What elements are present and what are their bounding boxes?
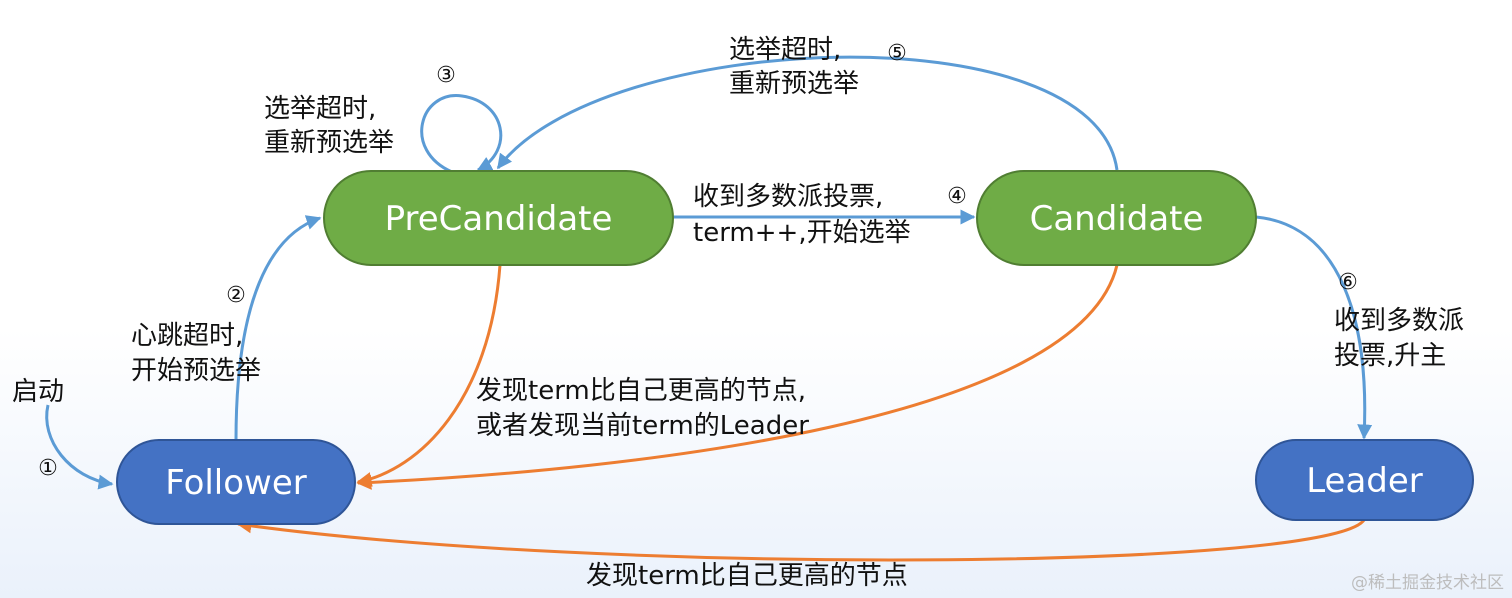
watermark: @稀土掘金技术社区 xyxy=(1351,573,1504,593)
label-preelect-timeout-line1: 选举超时, xyxy=(264,94,376,124)
arrow-candidate-to-precandidate xyxy=(496,55,1119,171)
arrow-precandidate-self-loop xyxy=(420,94,503,174)
node-follower: Follower xyxy=(116,439,356,525)
step-number-1: ① xyxy=(38,456,58,481)
node-candidate-label: Candidate xyxy=(1030,199,1204,239)
step-number-3: ③ xyxy=(436,63,456,88)
label-step-down-line1: 发现term比自己更高的节点, xyxy=(476,376,806,406)
arrow-start-to-follower xyxy=(45,404,114,490)
label-majority-prevote-line2: term++,开始选举 xyxy=(693,218,911,248)
node-leader: Leader xyxy=(1255,439,1474,521)
node-leader-label: Leader xyxy=(1306,461,1423,501)
label-candidate-timeout-line1: 选举超时, xyxy=(729,35,841,65)
node-precandidate: PreCandidate xyxy=(323,170,674,266)
label-step-down-line2: 或者发现当前term的Leader xyxy=(476,411,809,441)
node-follower-label: Follower xyxy=(165,463,307,503)
label-candidate-timeout-line2: 重新预选举 xyxy=(729,69,859,99)
label-majority-vote-line2: 投票,升主 xyxy=(1334,341,1446,371)
arrow-leader-to-follower xyxy=(236,518,1366,562)
arrow-candidate-to-leader xyxy=(1255,215,1373,440)
label-heartbeat-timeout-line1: 心跳超时, xyxy=(131,321,243,351)
label-heartbeat-timeout-line2: 开始预选举 xyxy=(131,356,261,386)
step-number-6: ⑥ xyxy=(1338,270,1358,295)
step-number-5: ⑤ xyxy=(887,41,907,66)
arrow-candidate-to-follower xyxy=(356,264,1119,490)
label-majority-prevote-line1: 收到多数派投票, xyxy=(693,182,883,212)
step-number-4: ④ xyxy=(947,184,967,209)
label-preelect-timeout-line2: 重新预选举 xyxy=(264,128,394,158)
label-majority-vote-line1: 收到多数派 xyxy=(1334,306,1464,336)
label-leader-step-down: 发现term比自己更高的节点 xyxy=(586,561,908,591)
arrow-follower-to-precandidate xyxy=(234,215,322,441)
step-number-2: ② xyxy=(226,283,246,308)
label-start: 启动 xyxy=(12,377,64,407)
node-candidate: Candidate xyxy=(976,170,1257,266)
node-precandidate-label: PreCandidate xyxy=(385,199,613,239)
arrow-precandidate-to-follower xyxy=(356,264,502,487)
